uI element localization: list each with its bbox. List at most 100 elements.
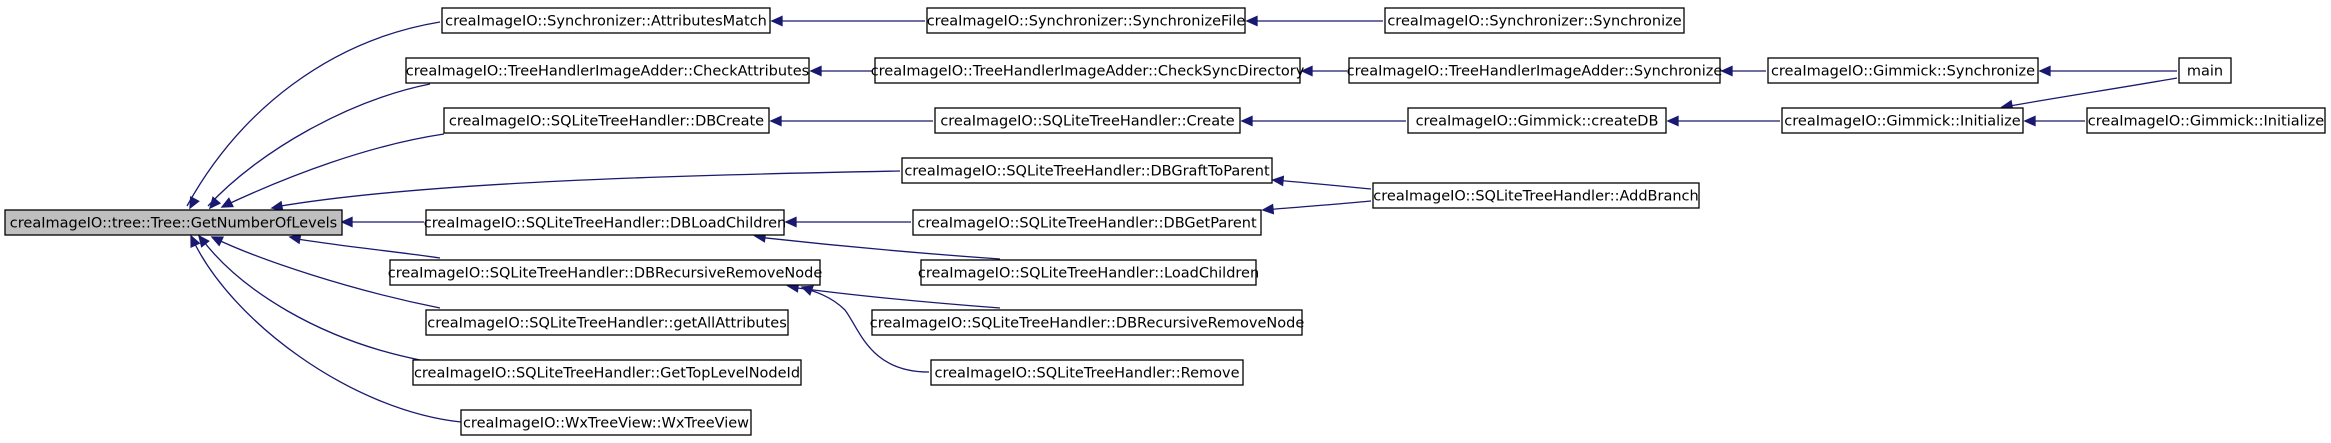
- node-sync-sync[interactable]: creaImageIO::Synchronizer::Synchronize: [1384, 7, 1685, 34]
- node-wx-treeview[interactable]: creaImageIO::WxTreeView::WxTreeView: [460, 409, 752, 436]
- arrowhead-icon: [220, 197, 234, 208]
- node-box[interactable]: [930, 359, 1244, 386]
- edge-thia-sync-to-thia-checksyncdir: [1300, 65, 1347, 77]
- node-gim-init[interactable]: creaImageIO::Gimmick::Initialize: [1781, 107, 2024, 134]
- node-label: creaImageIO::Synchronizer::SynchronizeFi…: [927, 14, 1246, 30]
- node-box[interactable]: [1372, 182, 1700, 209]
- node-box[interactable]: [2086, 107, 2326, 134]
- node-box[interactable]: [1781, 107, 2024, 134]
- node-box[interactable]: [934, 107, 1241, 134]
- edge-line: [200, 237, 421, 361]
- node-thia-sync[interactable]: creaImageIO::TreeHandlerImageAdder::Sync…: [1347, 57, 1723, 84]
- edge-sqlite-getallattr-to-root: [210, 236, 441, 309]
- node-box[interactable]: [425, 309, 789, 336]
- node-sync-attrmatch[interactable]: creaImageIO::Synchronizer::AttributesMat…: [441, 7, 771, 34]
- edge-line: [223, 133, 445, 207]
- node-box[interactable]: [920, 259, 1257, 286]
- arrowhead-icon: [800, 285, 814, 296]
- node-sqlite-dbrecrm-b[interactable]: creaImageIO::SQLiteTreeHandler::DBRecurs…: [870, 309, 1305, 336]
- node-box[interactable]: [901, 157, 1273, 184]
- node-sqlite-addbranch[interactable]: creaImageIO::SQLiteTreeHandler::AddBranc…: [1372, 182, 1700, 209]
- node-sync-syncfile[interactable]: creaImageIO::Synchronizer::SynchronizeFi…: [926, 7, 1246, 34]
- edge-sqlite-dbcreate-to-root: [220, 133, 445, 208]
- node-box[interactable]: [1384, 7, 1685, 34]
- node-box[interactable]: [871, 309, 1303, 336]
- edge-sync-syncfile-to-sync-attrmatch: [770, 15, 925, 27]
- node-root[interactable]: creaImageIO::tree::Tree::GetNumberOfLeve…: [4, 209, 343, 236]
- node-box[interactable]: [425, 209, 785, 236]
- node-label: creaImageIO::TreeHandlerImageAdder::Chec…: [871, 64, 1305, 80]
- node-gim-sync[interactable]: creaImageIO::Gimmick::Synchronize: [1767, 57, 2039, 84]
- edge-line: [1262, 200, 1372, 211]
- node-box[interactable]: [1767, 57, 2039, 84]
- edge-sqlite-dbgetparent-to-sqlite-dbloadchildren: [784, 216, 911, 228]
- node-sqlite-dbgetparent[interactable]: creaImageIO::SQLiteTreeHandler::DBGetPar…: [912, 209, 1262, 236]
- node-label: main: [2187, 64, 2223, 80]
- node-box[interactable]: [1407, 107, 1667, 134]
- edge-line: [186, 21, 441, 207]
- node-sqlite-loadchildren[interactable]: creaImageIO::SQLiteTreeHandler::LoadChil…: [918, 259, 1259, 286]
- arrowhead-icon: [770, 15, 783, 27]
- edge-line: [756, 236, 1001, 260]
- arrowhead-icon: [1245, 15, 1258, 27]
- node-sqlite-create[interactable]: creaImageIO::SQLiteTreeHandler::Create: [934, 107, 1241, 134]
- node-box[interactable]: [441, 7, 771, 34]
- edge-sqlite-addbranch-to-sqlite-dbgraft: [1271, 175, 1372, 190]
- node-sqlite-dbrecrm-a[interactable]: creaImageIO::SQLiteTreeHandler::DBRecurs…: [388, 259, 823, 286]
- node-sqlite-dbgraft[interactable]: creaImageIO::SQLiteTreeHandler::DBGraftT…: [901, 157, 1273, 184]
- node-box[interactable]: [874, 57, 1301, 84]
- arrowhead-icon: [1300, 65, 1313, 77]
- node-label: creaImageIO::SQLiteTreeHandler::DBGetPar…: [917, 216, 1257, 232]
- node-box[interactable]: [1348, 57, 1721, 84]
- node-label: creaImageIO::WxTreeView::WxTreeView: [463, 416, 749, 432]
- arrowhead-icon: [270, 200, 284, 212]
- node-label: creaImageIO::SQLiteTreeHandler::DBCreate: [449, 114, 764, 130]
- arrowhead-icon: [2038, 65, 2051, 77]
- node-label: creaImageIO::tree::Tree::GetNumberOfLeve…: [10, 216, 337, 232]
- node-label: creaImageIO::SQLiteTreeHandler::DBRecurs…: [388, 266, 823, 282]
- edge-gim-createdb-to-sqlite-create: [1240, 115, 1406, 127]
- edge-line: [291, 237, 441, 259]
- node-gim-init2[interactable]: creaImageIO::Gimmick::Initialize: [2086, 107, 2326, 134]
- edge-line: [2003, 77, 2178, 108]
- node-sqlite-dbloadchildren[interactable]: creaImageIO::SQLiteTreeHandler::DBLoadCh…: [424, 209, 786, 236]
- node-sqlite-dbcreate[interactable]: creaImageIO::SQLiteTreeHandler::DBCreate: [443, 107, 770, 134]
- node-sqlite-gettoplevel[interactable]: creaImageIO::SQLiteTreeHandler::GetTopLe…: [412, 359, 802, 386]
- node-box[interactable]: [912, 209, 1262, 236]
- edge-sqlite-loadchildren-to-sqlite-dbloadchildren: [753, 231, 1001, 260]
- edge-sqlite-dbloadchildren-to-root: [340, 216, 424, 228]
- edge-gim-init2-to-gim-init: [2023, 115, 2085, 127]
- node-label: creaImageIO::Synchronizer::Synchronize: [1387, 14, 1681, 30]
- edge-sqlite-remove-to-sqlite-dbrecrm-a: [800, 285, 930, 373]
- node-label: creaImageIO::SQLiteTreeHandler::Remove: [934, 366, 1239, 382]
- node-box[interactable]: [389, 259, 821, 286]
- node-sqlite-remove[interactable]: creaImageIO::SQLiteTreeHandler::Remove: [930, 359, 1244, 386]
- node-thia-checksyncdir[interactable]: creaImageIO::TreeHandlerImageAdder::Chec…: [871, 57, 1305, 84]
- node-gim-createdb[interactable]: creaImageIO::Gimmick::createDB: [1407, 107, 1667, 134]
- node-box[interactable]: [926, 7, 1246, 34]
- edge-sqlite-gettoplevel-to-root: [198, 234, 421, 361]
- nodes-layer: creaImageIO::tree::Tree::GetNumberOfLeve…: [4, 7, 2326, 436]
- edge-sync-attrmatch-to-root: [186, 21, 441, 210]
- edge-line: [213, 237, 441, 309]
- node-box[interactable]: [4, 209, 343, 236]
- node-box[interactable]: [2178, 57, 2232, 84]
- edge-thia-checksyncdir-to-thia-checkattr: [809, 65, 873, 77]
- node-label: creaImageIO::Gimmick::Initialize: [2088, 114, 2324, 130]
- node-sqlite-getallattr[interactable]: creaImageIO::SQLiteTreeHandler::getAllAt…: [425, 309, 789, 336]
- edge-gim-init-to-gim-createdb: [1666, 115, 1780, 127]
- node-main[interactable]: main: [2178, 57, 2232, 84]
- arrowhead-icon: [340, 216, 353, 228]
- node-box[interactable]: [443, 107, 770, 134]
- node-thia-checkattr[interactable]: creaImageIO::TreeHandlerImageAdder::Chec…: [405, 57, 810, 84]
- arrowhead-icon: [1271, 175, 1285, 187]
- arrowhead-icon: [1666, 115, 1679, 127]
- node-label: creaImageIO::Gimmick::Initialize: [1784, 114, 2020, 130]
- edge-sqlite-addbranch-to-sqlite-dbgetparent: [1261, 200, 1372, 215]
- node-box[interactable]: [412, 359, 802, 386]
- node-box[interactable]: [460, 409, 752, 436]
- node-label: creaImageIO::Gimmick::createDB: [1416, 114, 1659, 130]
- edge-line: [1273, 179, 1372, 190]
- node-box[interactable]: [405, 57, 810, 84]
